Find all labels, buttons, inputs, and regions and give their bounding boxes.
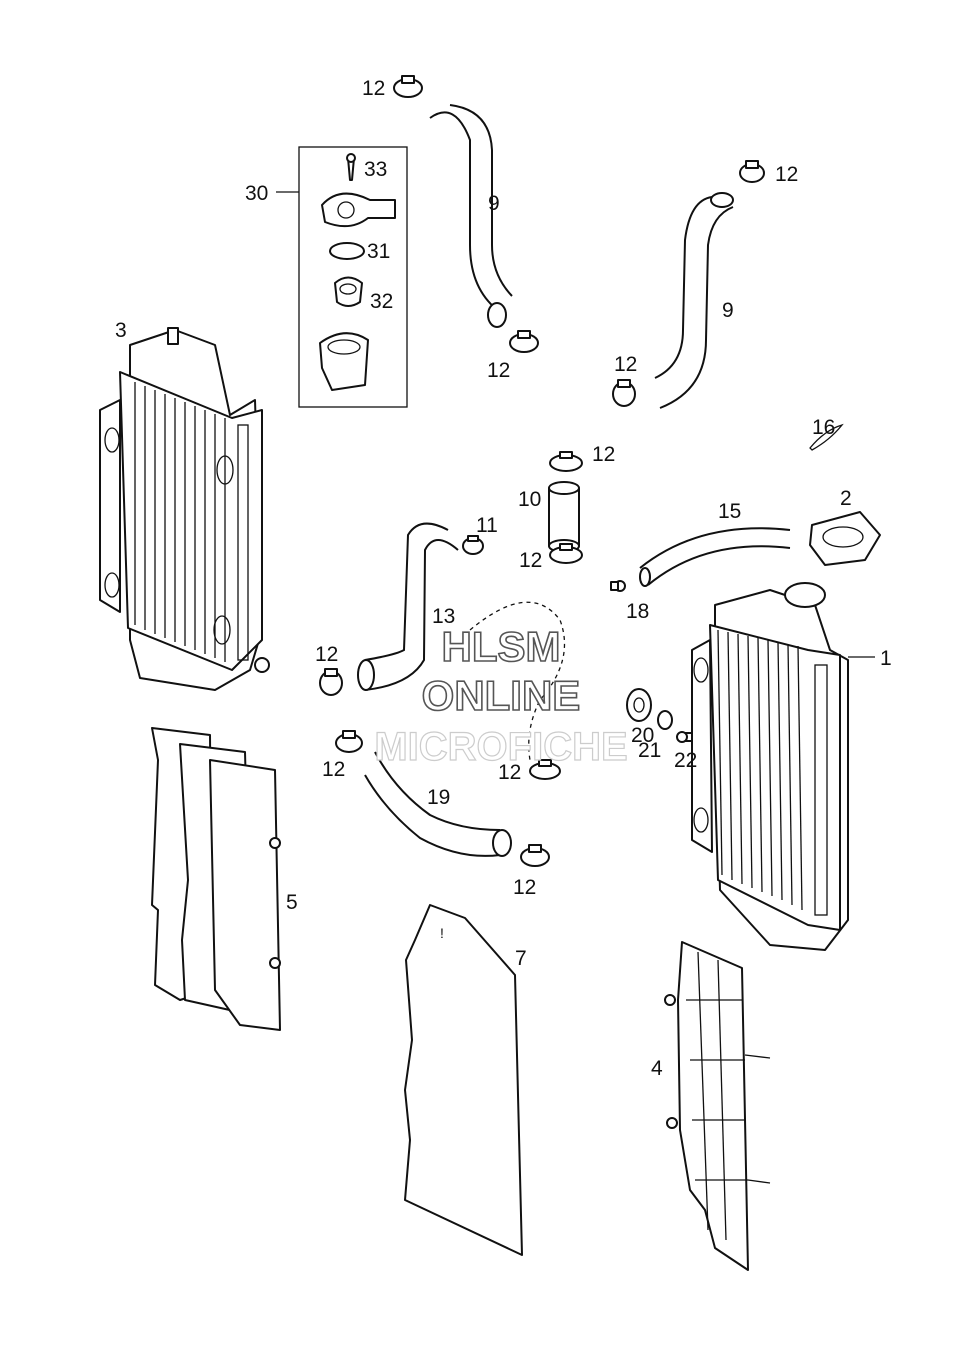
callout-12-f: 12 — [519, 549, 542, 572]
hose-9-upper — [429, 104, 513, 328]
callout-12-b: 12 — [487, 359, 510, 382]
callout-20: 20 — [631, 724, 654, 747]
hose-9-right — [654, 192, 734, 409]
callout-12-d: 12 — [614, 353, 637, 376]
callout-12-e: 12 — [592, 443, 615, 466]
hose-11-13 — [357, 522, 566, 761]
callout-12-j: 12 — [513, 876, 536, 899]
callout-30: 30 — [245, 182, 268, 205]
callout-7: 7 — [515, 947, 527, 970]
callout-12-a: 12 — [362, 77, 385, 100]
callout-18: 18 — [626, 600, 649, 623]
thermostat-kit — [276, 146, 408, 408]
svg-text:!: ! — [440, 925, 444, 941]
callout-13: 13 — [432, 605, 455, 628]
hose-clamps — [319, 75, 765, 867]
callout-12-g: 12 — [315, 643, 338, 666]
callout-12-i: 12 — [498, 761, 521, 784]
callout-4: 4 — [651, 1057, 663, 1080]
callout-1: 1 — [880, 647, 892, 670]
callout-19: 19 — [427, 786, 450, 809]
callout-21: 21 — [638, 739, 661, 762]
callout-31: 31 — [367, 240, 390, 263]
callout-labels: 1 2 3 4 5 7 9 9 10 11 12 12 12 12 12 12 … — [115, 77, 892, 1080]
watermark-line-2: ONLINE — [422, 672, 581, 719]
guard-4 — [664, 941, 771, 1271]
callout-16: 16 — [812, 416, 835, 439]
callout-9-right: 9 — [722, 299, 734, 322]
watermark-line-3: MICROFICHE — [374, 725, 627, 769]
hose-15 — [639, 527, 791, 587]
callout-12-c: 12 — [775, 163, 798, 186]
callout-32: 32 — [370, 290, 393, 313]
callout-11: 11 — [476, 514, 498, 537]
shroud-5 — [151, 727, 281, 1031]
callout-5: 5 — [286, 891, 298, 914]
watermark-line-1: HLSM — [442, 623, 561, 670]
guard-7: ! — [404, 904, 523, 1256]
hose-19 — [364, 751, 512, 857]
small-parts — [610, 423, 881, 743]
watermark: HLSM ONLINE MICROFICHE — [374, 622, 629, 769]
callout-3: 3 — [115, 319, 127, 342]
right-radiator — [691, 582, 875, 951]
callout-12-h: 12 — [322, 758, 345, 781]
callout-33: 33 — [364, 158, 387, 181]
callout-2: 2 — [840, 487, 852, 510]
callout-22: 22 — [674, 749, 697, 772]
left-radiator — [99, 327, 270, 691]
callout-15: 15 — [718, 500, 741, 523]
callout-10: 10 — [518, 488, 541, 511]
hose-10 — [548, 481, 580, 553]
callout-9-upper: 9 — [488, 192, 500, 215]
